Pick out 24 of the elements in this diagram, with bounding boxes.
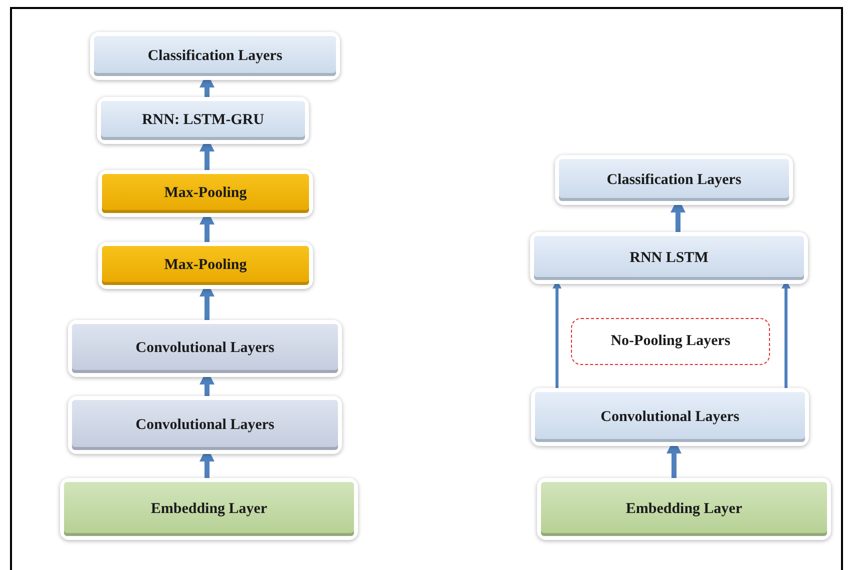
layer-label: Classification Layers — [606, 172, 742, 188]
layer-box — [68, 396, 342, 454]
layer-label: RNN: LSTM-GRU — [142, 112, 264, 129]
layer-label: RNN LSTM — [630, 250, 708, 266]
layer-label: Embedding Layer — [150, 500, 268, 518]
layer-box — [530, 232, 808, 284]
layer-label: Convolutional Layers — [136, 340, 274, 357]
layer-label: No-Pooling Layers — [610, 333, 730, 350]
layer-label: Convolutional Layers — [600, 408, 740, 426]
layer-label: Classification Layers — [148, 48, 282, 64]
dashed-layer-box — [571, 318, 770, 365]
layer-box — [90, 32, 340, 80]
layer-box — [98, 170, 313, 217]
layer-box — [68, 320, 342, 377]
layer-box — [98, 242, 313, 289]
layer-label: Max-Pooling — [164, 257, 247, 274]
layer-box — [537, 478, 831, 540]
layer-box — [555, 155, 793, 205]
layer-box — [97, 97, 309, 144]
layer-label: Convolutional Layers — [136, 416, 274, 434]
layer-box — [531, 388, 809, 446]
layer-label: Max-Pooling — [164, 185, 247, 202]
layer-box — [60, 478, 358, 540]
layer-label: Embedding Layer — [626, 500, 742, 518]
